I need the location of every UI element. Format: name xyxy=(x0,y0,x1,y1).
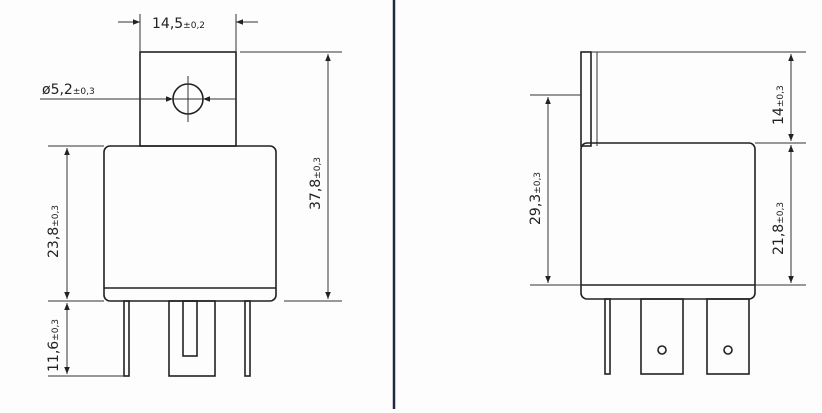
relay-body xyxy=(103,145,277,302)
pin-length-dimension-label: 11,6±0,3 xyxy=(46,319,62,372)
side-pin-left-hole xyxy=(657,345,667,355)
side-view: 29,3±0,3 14±0,3 21,8±0,3 xyxy=(528,51,806,375)
front-view: 14,5±0,2 ø5,2±0,3 23,8±0,3 11,6±0,3 37,8… xyxy=(40,14,342,377)
side-pin-right xyxy=(706,298,750,375)
body-height-dimension-label: 23,8±0,3 xyxy=(46,205,62,258)
side-bracket-dimension-label: 14±0,3 xyxy=(771,85,787,125)
width-dimension-label: 14,5±0,2 xyxy=(152,16,205,32)
side-pin-right-hole xyxy=(723,345,733,355)
hole-dimension-label: ø5,2±0,3 xyxy=(42,82,95,98)
pin-left xyxy=(123,300,130,377)
side-pin-left xyxy=(640,298,684,375)
pin-right xyxy=(244,300,251,377)
side-left-height-dimension-label: 29,3±0,3 xyxy=(528,172,544,225)
side-relay-body xyxy=(580,142,756,300)
total-height-dimension-label: 37,8±0,3 xyxy=(308,157,324,210)
pin-center-inner xyxy=(182,300,198,357)
side-pin-thin xyxy=(604,298,611,375)
pin-center xyxy=(168,300,216,377)
side-body-height-dimension-label: 21,8±0,3 xyxy=(771,202,787,255)
side-bracket xyxy=(580,51,592,147)
